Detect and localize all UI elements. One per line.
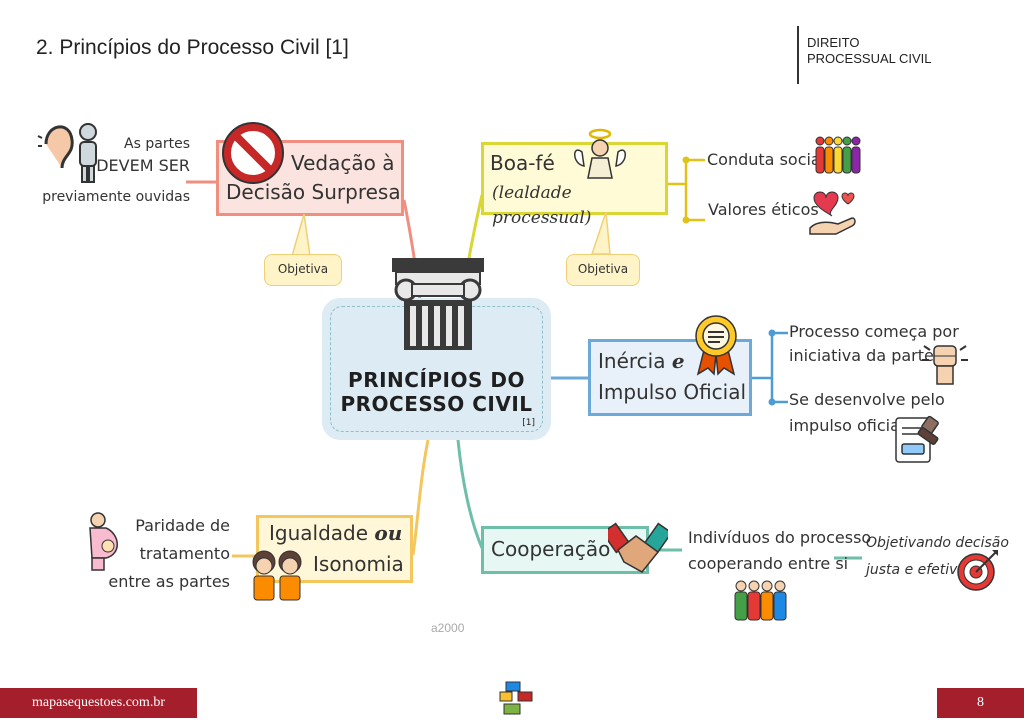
logo-icon	[499, 681, 533, 715]
inercia-connector-word: e	[671, 349, 685, 373]
inercia-item-2-line-2: impulso oficial	[789, 416, 905, 435]
igualdade-line-1: Igualdade ou	[269, 521, 402, 546]
igualdade-line-2: Isonomia	[313, 552, 404, 576]
category-line-1: DIREITO	[807, 35, 860, 50]
vedacao-note-line-2: DEVEM SER	[96, 156, 190, 175]
center-title-line-2: PROCESSO CIVIL	[340, 392, 533, 416]
vedacao-tag: Objetiva	[264, 254, 342, 286]
inercia-item-1-line-2: iniciativa da parte	[789, 346, 934, 365]
boafe-item-2: Valores éticos	[708, 200, 819, 219]
award-badge-icon	[695, 315, 737, 376]
boafe-item-1: Conduta social	[707, 150, 826, 169]
boafe-line-2: (lealdade processual)	[492, 183, 592, 228]
pregnant-person-icon	[89, 512, 118, 571]
vedacao-note-line-3: previamente ouvidas	[42, 189, 190, 205]
inercia-word: Inércia	[598, 349, 666, 373]
cooperacao-goal-line-2: justa e efetiva	[866, 562, 967, 578]
center-title-line-1: PRINCÍPIOS DO	[348, 368, 525, 392]
vedacao-line-2: Decisão Surpresa	[226, 180, 401, 204]
watermark: a2000	[431, 621, 465, 635]
cooperacao-label: Cooperação	[491, 537, 611, 561]
raised-fist-icon	[922, 345, 968, 385]
center-ref: [1]	[522, 418, 535, 428]
stamp-document-icon	[895, 415, 939, 463]
cooperacao-note-line-2: cooperando entre si	[688, 554, 849, 573]
igualdade-note-line-2: tratamento	[139, 544, 230, 563]
boafe-line-1: Boa-fé	[490, 151, 555, 175]
igualdade-word: Igualdade	[269, 521, 369, 545]
prohibited-icon	[222, 122, 284, 184]
category-line-2: PROCESSUAL CIVIL	[807, 51, 932, 66]
inercia-line-2: Impulso Oficial	[598, 380, 747, 404]
inercia-item-2-line-1: Se desenvolve pelo	[789, 390, 945, 409]
cooperacao-note-line-1: Indivíduos do processo	[688, 528, 872, 547]
children-icon	[252, 550, 302, 601]
diverse-people-icon	[815, 136, 861, 174]
footer-site[interactable]: mapasequestoes.com.br	[0, 688, 197, 718]
center-title: PRINCÍPIOS DO PROCESSO CIVIL	[322, 368, 551, 416]
igualdade-note-line-1: Paridade de	[135, 516, 230, 535]
group-people-icon	[734, 580, 787, 621]
inercia-item-1-line-1: Processo começa por	[789, 322, 959, 341]
boafe-node: Boa-fé (lealdade processual)	[481, 142, 668, 228]
vedacao-note-line-1: As partes	[124, 136, 190, 152]
inercia-line-1: Inércia e	[598, 349, 685, 374]
igualdade-connector-word: ou	[374, 521, 403, 545]
igualdade-note-line-3: entre as partes	[108, 572, 230, 591]
igualdade-node: Igualdade ou Isonomia	[256, 515, 413, 583]
column-icon	[392, 258, 484, 350]
listening-person-icon	[37, 123, 97, 183]
hand-hearts-icon	[809, 191, 856, 235]
page-title: 2. Princípios do Processo Civil [1]	[36, 36, 349, 59]
angel-icon	[574, 128, 626, 179]
handshake-icon	[608, 522, 668, 573]
boafe-tag: Objetiva	[566, 254, 640, 286]
vedacao-line-1: Vedação à	[291, 151, 395, 175]
cooperacao-goal-line-1: Objetivando decisão	[866, 535, 1009, 551]
page-number: 8	[937, 688, 1024, 718]
category-header: DIREITO PROCESSUAL CIVIL	[797, 26, 932, 84]
target-icon	[957, 550, 998, 591]
